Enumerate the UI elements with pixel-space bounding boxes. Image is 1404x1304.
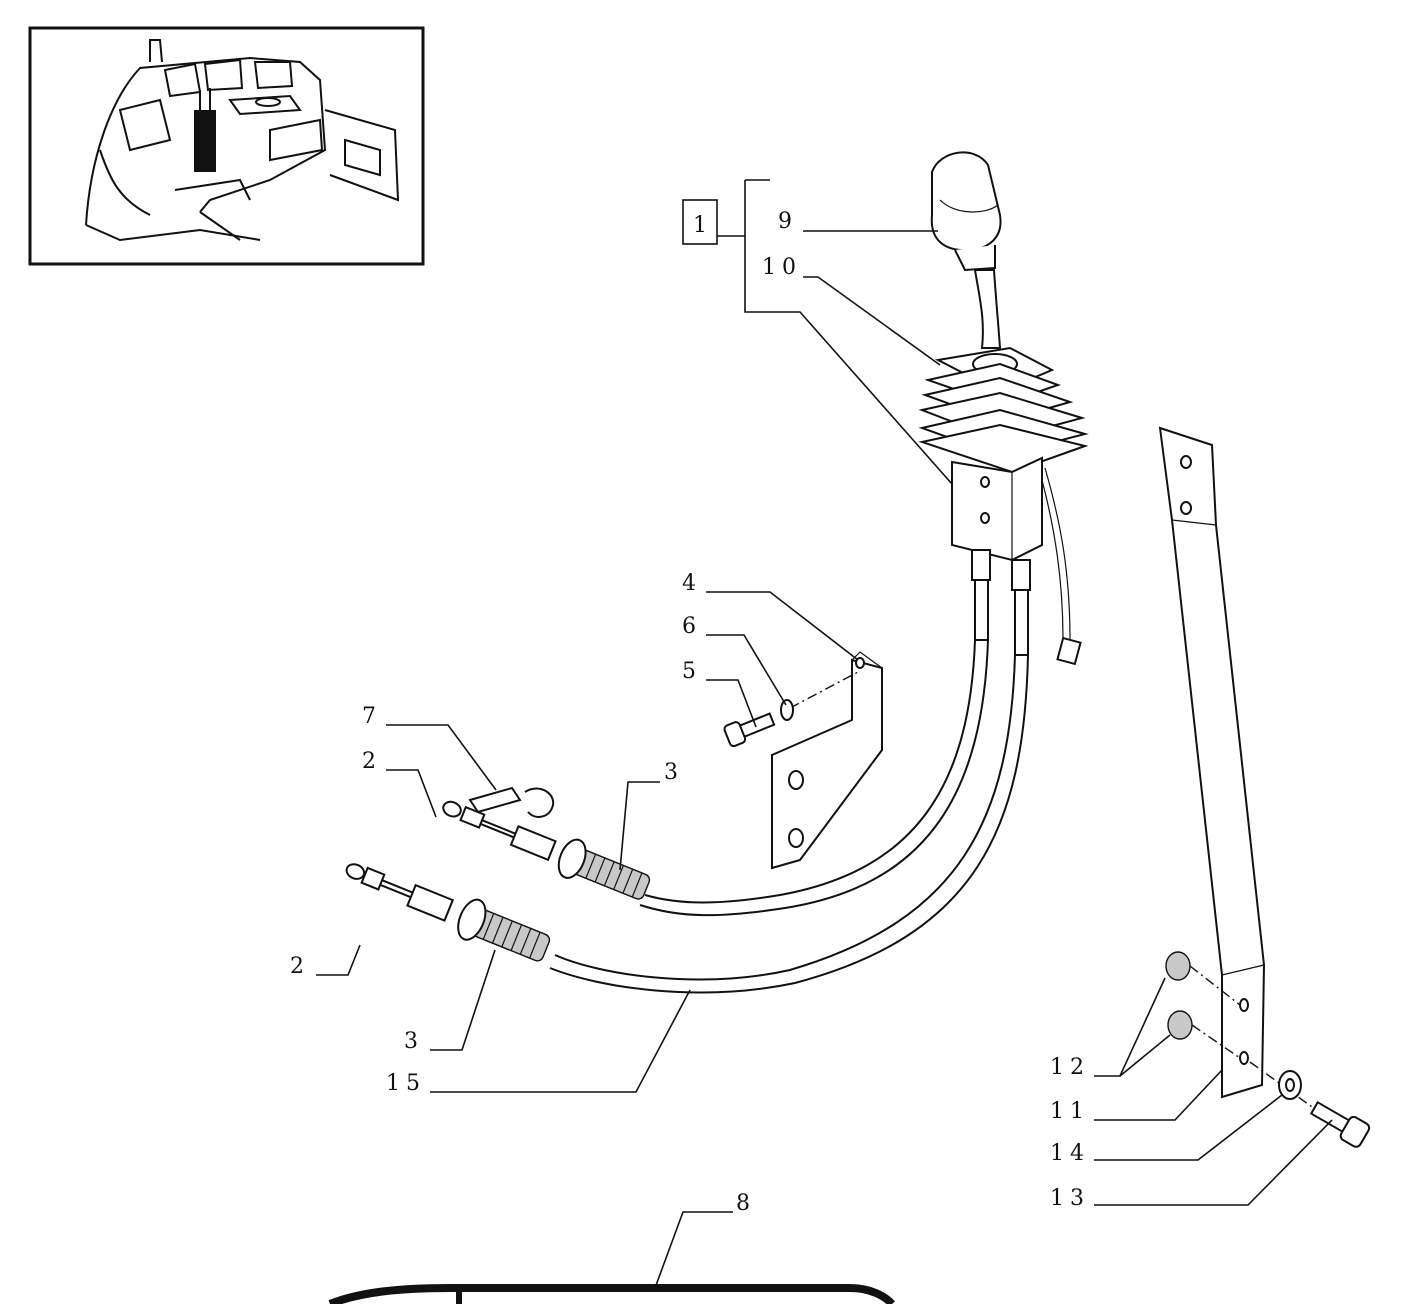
inset-thumbnail bbox=[28, 26, 425, 266]
group-box: 1 bbox=[682, 179, 953, 485]
tractor-cab-console-icon bbox=[85, 39, 400, 242]
callout-2-upper: 2 bbox=[362, 749, 382, 774]
callout-2-lower: 2 bbox=[290, 954, 310, 979]
callout-5: 5 bbox=[682, 659, 702, 684]
callout-12: 12 bbox=[1050, 1055, 1090, 1080]
cab-floor-panel-partial bbox=[328, 1284, 896, 1304]
callouts: 9 10 4 6 5 7 2 3 2 3 15 8 12 11 14 13 bbox=[290, 209, 1090, 1216]
support-strap bbox=[1158, 426, 1371, 1148]
upper-cable-end bbox=[442, 786, 651, 900]
joystick-control-lever bbox=[918, 151, 1089, 666]
callout-4: 4 bbox=[682, 571, 702, 596]
lower-cable-end bbox=[345, 863, 551, 962]
leader-lines bbox=[316, 230, 1333, 1289]
callout-11: 11 bbox=[1050, 1099, 1090, 1124]
callout-13: 13 bbox=[1050, 1186, 1090, 1211]
callout-3-lower: 3 bbox=[404, 1029, 424, 1054]
callout-14: 14 bbox=[1050, 1141, 1090, 1166]
mounting-bracket bbox=[723, 651, 883, 870]
callout-3-upper: 3 bbox=[664, 760, 684, 785]
callout-6: 6 bbox=[682, 614, 702, 639]
callout-9: 9 bbox=[778, 209, 798, 234]
group-box-label: 1 bbox=[693, 213, 713, 238]
callout-8: 8 bbox=[736, 1191, 756, 1216]
callout-15: 15 bbox=[386, 1071, 426, 1096]
control-cables bbox=[549, 639, 1029, 994]
callout-7: 7 bbox=[362, 704, 382, 729]
callout-10: 10 bbox=[762, 255, 802, 280]
